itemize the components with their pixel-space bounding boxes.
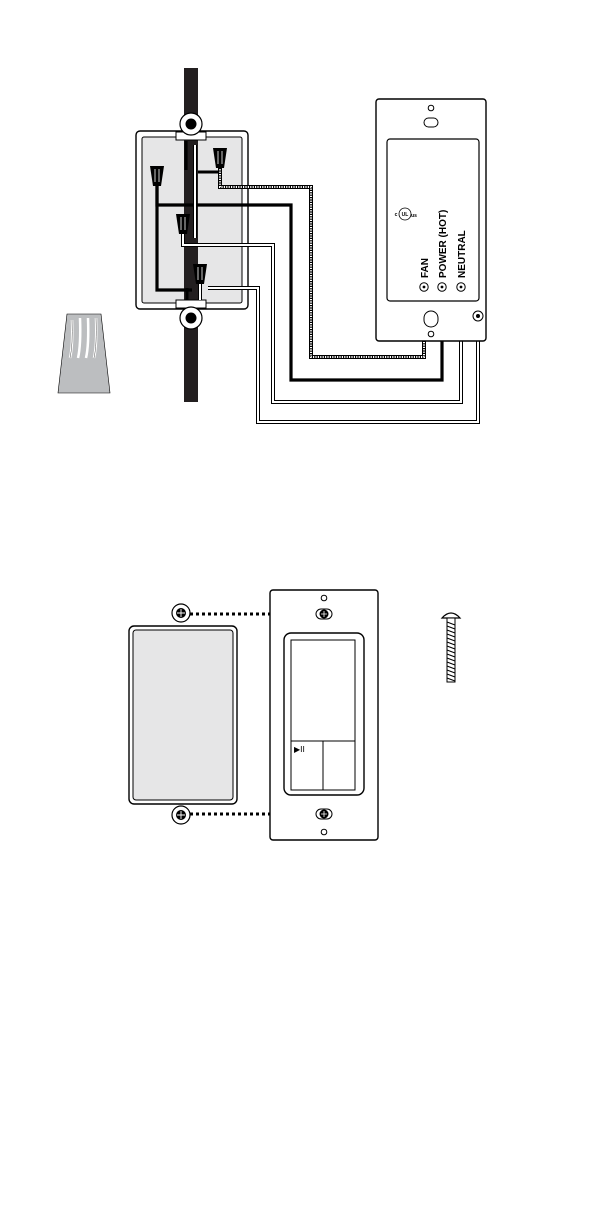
smart-switch-device: UL c us FAN POWER (HOT) NEUTRAL — [376, 99, 486, 341]
wiring-diagram: UL c us FAN POWER (HOT) NEUTRAL — [0, 0, 590, 460]
ul-us-text: us — [411, 213, 417, 219]
ul-mark-text: UL — [402, 212, 409, 218]
main-touch-area[interactable] — [292, 641, 354, 741]
power-hot-label: POWER (HOT) — [438, 210, 449, 278]
wire-connector-icon — [58, 314, 110, 393]
smart-switch-front: ▶II — [270, 590, 378, 840]
mounting-screw-icon — [442, 613, 460, 682]
mounting-diagram: ▶II — [0, 560, 590, 860]
secondary-button[interactable] — [324, 742, 354, 789]
ul-c-text: c — [395, 212, 398, 218]
neutral-label: NEUTRAL — [457, 230, 468, 278]
play-pause-icon: ▶II — [294, 745, 305, 754]
wall-box-front — [129, 604, 237, 824]
junction-box — [136, 113, 248, 329]
fan-label: FAN — [420, 258, 431, 278]
